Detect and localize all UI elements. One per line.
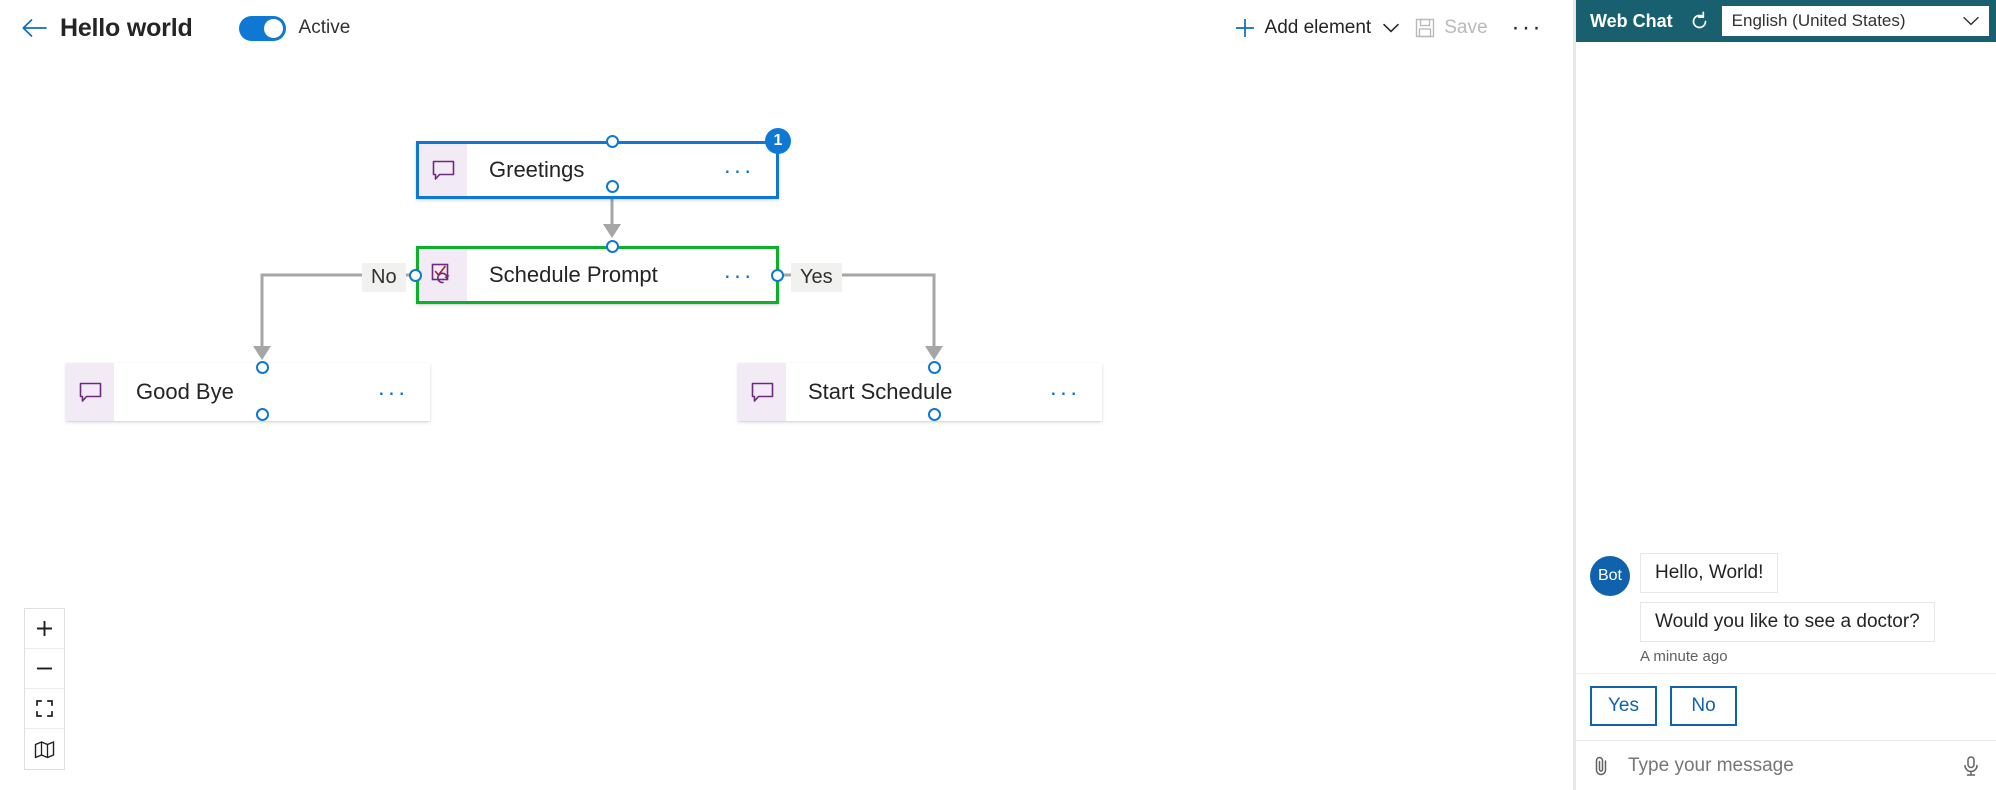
node-icon-cell: [419, 144, 467, 196]
web-chat-title: Web Chat: [1590, 10, 1673, 31]
node-port-greetings-top[interactable]: [606, 135, 619, 148]
node-port-goodbye-bottom[interactable]: [256, 408, 269, 421]
fit-to-screen-button[interactable]: [25, 689, 64, 729]
flow-connectors: [253, 186, 943, 360]
node-title: Start Schedule: [808, 379, 953, 404]
save-label: Save: [1444, 17, 1488, 38]
node-port-greetings-bottom[interactable]: [606, 180, 619, 193]
node-icon-cell: [419, 249, 467, 301]
arrow-left-icon: [22, 19, 47, 37]
node-menu-button[interactable]: ···: [723, 156, 754, 183]
suggested-action-yes[interactable]: Yes: [1590, 686, 1657, 726]
question-checkbox-icon: [431, 263, 450, 284]
node-menu-button[interactable]: ···: [1049, 378, 1080, 405]
flow-node-start-schedule[interactable]: Start Schedule ···: [738, 363, 1102, 421]
chevron-down-icon: [1963, 16, 1979, 26]
active-toggle-group: Active: [238, 15, 351, 41]
message-bubble-icon: [79, 382, 101, 402]
avatar: Bot: [1590, 556, 1630, 596]
zoom-controls: [24, 608, 65, 770]
suggested-actions: Yes No: [1576, 673, 1996, 740]
node-title: Schedule Prompt: [489, 262, 658, 287]
message-bubble-icon: [751, 382, 773, 402]
message-row: Bot Hello, World!: [1590, 553, 1982, 596]
flow-designer: Hello world Active Add element: [0, 0, 1573, 790]
message-row: Would you like to see a doctor?: [1590, 602, 1982, 642]
chevron-down-icon[interactable]: [1383, 23, 1399, 33]
message-bubble-icon: [432, 160, 454, 180]
active-toggle-label: Active: [298, 17, 351, 38]
message-bubble: Hello, World!: [1640, 553, 1779, 593]
node-badge-greetings: 1: [765, 128, 791, 154]
suggested-action-no[interactable]: No: [1670, 686, 1737, 726]
fit-to-screen-icon: [36, 700, 53, 717]
web-chat-panel: Web Chat English (United States) Bot Hel…: [1576, 0, 1996, 790]
web-chat-transcript[interactable]: Bot Hello, World! Would you like to see …: [1576, 42, 1996, 673]
node-menu-button[interactable]: ···: [377, 378, 408, 405]
toolbar-actions: Add element Save ···: [1226, 8, 1553, 48]
add-element-label: Add element: [1264, 17, 1372, 38]
message-bubble: Would you like to see a doctor?: [1640, 602, 1935, 642]
edge-label-yes: Yes: [791, 263, 842, 292]
node-icon-cell: [66, 363, 114, 421]
more-options-button[interactable]: ···: [1511, 14, 1543, 41]
node-port-startschedule-top[interactable]: [928, 361, 941, 374]
plus-icon: [37, 621, 52, 636]
minus-icon: [37, 667, 52, 670]
add-element-button[interactable]: Add element: [1226, 8, 1408, 48]
node-title: Good Bye: [136, 379, 234, 404]
node-title: Greetings: [489, 157, 585, 182]
zoom-in-button[interactable]: [25, 609, 64, 649]
message-input[interactable]: [1614, 754, 1958, 777]
plus-icon: [1234, 17, 1256, 39]
node-port-goodbye-top[interactable]: [256, 361, 269, 374]
microphone-icon[interactable]: [1958, 755, 1984, 777]
node-menu-button[interactable]: ···: [723, 261, 754, 288]
flow-node-schedule-prompt[interactable]: Schedule Prompt ···: [416, 246, 779, 304]
toggle-knob: [263, 18, 283, 38]
node-icon-cell: [738, 363, 786, 421]
language-select[interactable]: English (United States): [1721, 6, 1989, 36]
node-port-startschedule-bottom[interactable]: [928, 408, 941, 421]
save-button[interactable]: Save: [1407, 8, 1495, 48]
back-button[interactable]: [14, 8, 54, 48]
page-title: Hello world: [60, 13, 193, 42]
message-timestamp: A minute ago: [1640, 648, 1728, 665]
edge-label-no: No: [362, 263, 406, 292]
minimap-button[interactable]: [25, 729, 64, 769]
message-composer: [1576, 740, 1996, 790]
designer-toolbar: Hello world Active Add element: [0, 0, 1573, 56]
zoom-out-button[interactable]: [25, 649, 64, 689]
message-stack: Bot Hello, World! Would you like to see …: [1576, 553, 1996, 665]
active-toggle[interactable]: [238, 15, 286, 41]
paperclip-icon[interactable]: [1588, 755, 1614, 777]
web-chat-header: Web Chat English (United States): [1576, 0, 1996, 42]
flow-canvas[interactable]: Greetings ··· 1 Schedule Prompt ···: [0, 56, 1573, 790]
panel-divider: [1573, 0, 1576, 790]
flow-node-greetings[interactable]: Greetings ···: [416, 141, 779, 199]
node-port-schedule-left-no[interactable]: [409, 269, 422, 282]
node-port-schedule-right-yes[interactable]: [771, 269, 784, 282]
flow-node-good-bye[interactable]: Good Bye ···: [66, 363, 430, 421]
refresh-icon[interactable]: [1687, 8, 1713, 34]
save-floppy-icon: [1415, 18, 1435, 38]
map-icon: [34, 740, 55, 758]
node-port-schedule-top[interactable]: [606, 240, 619, 253]
language-select-value: English (United States): [1731, 11, 1906, 30]
